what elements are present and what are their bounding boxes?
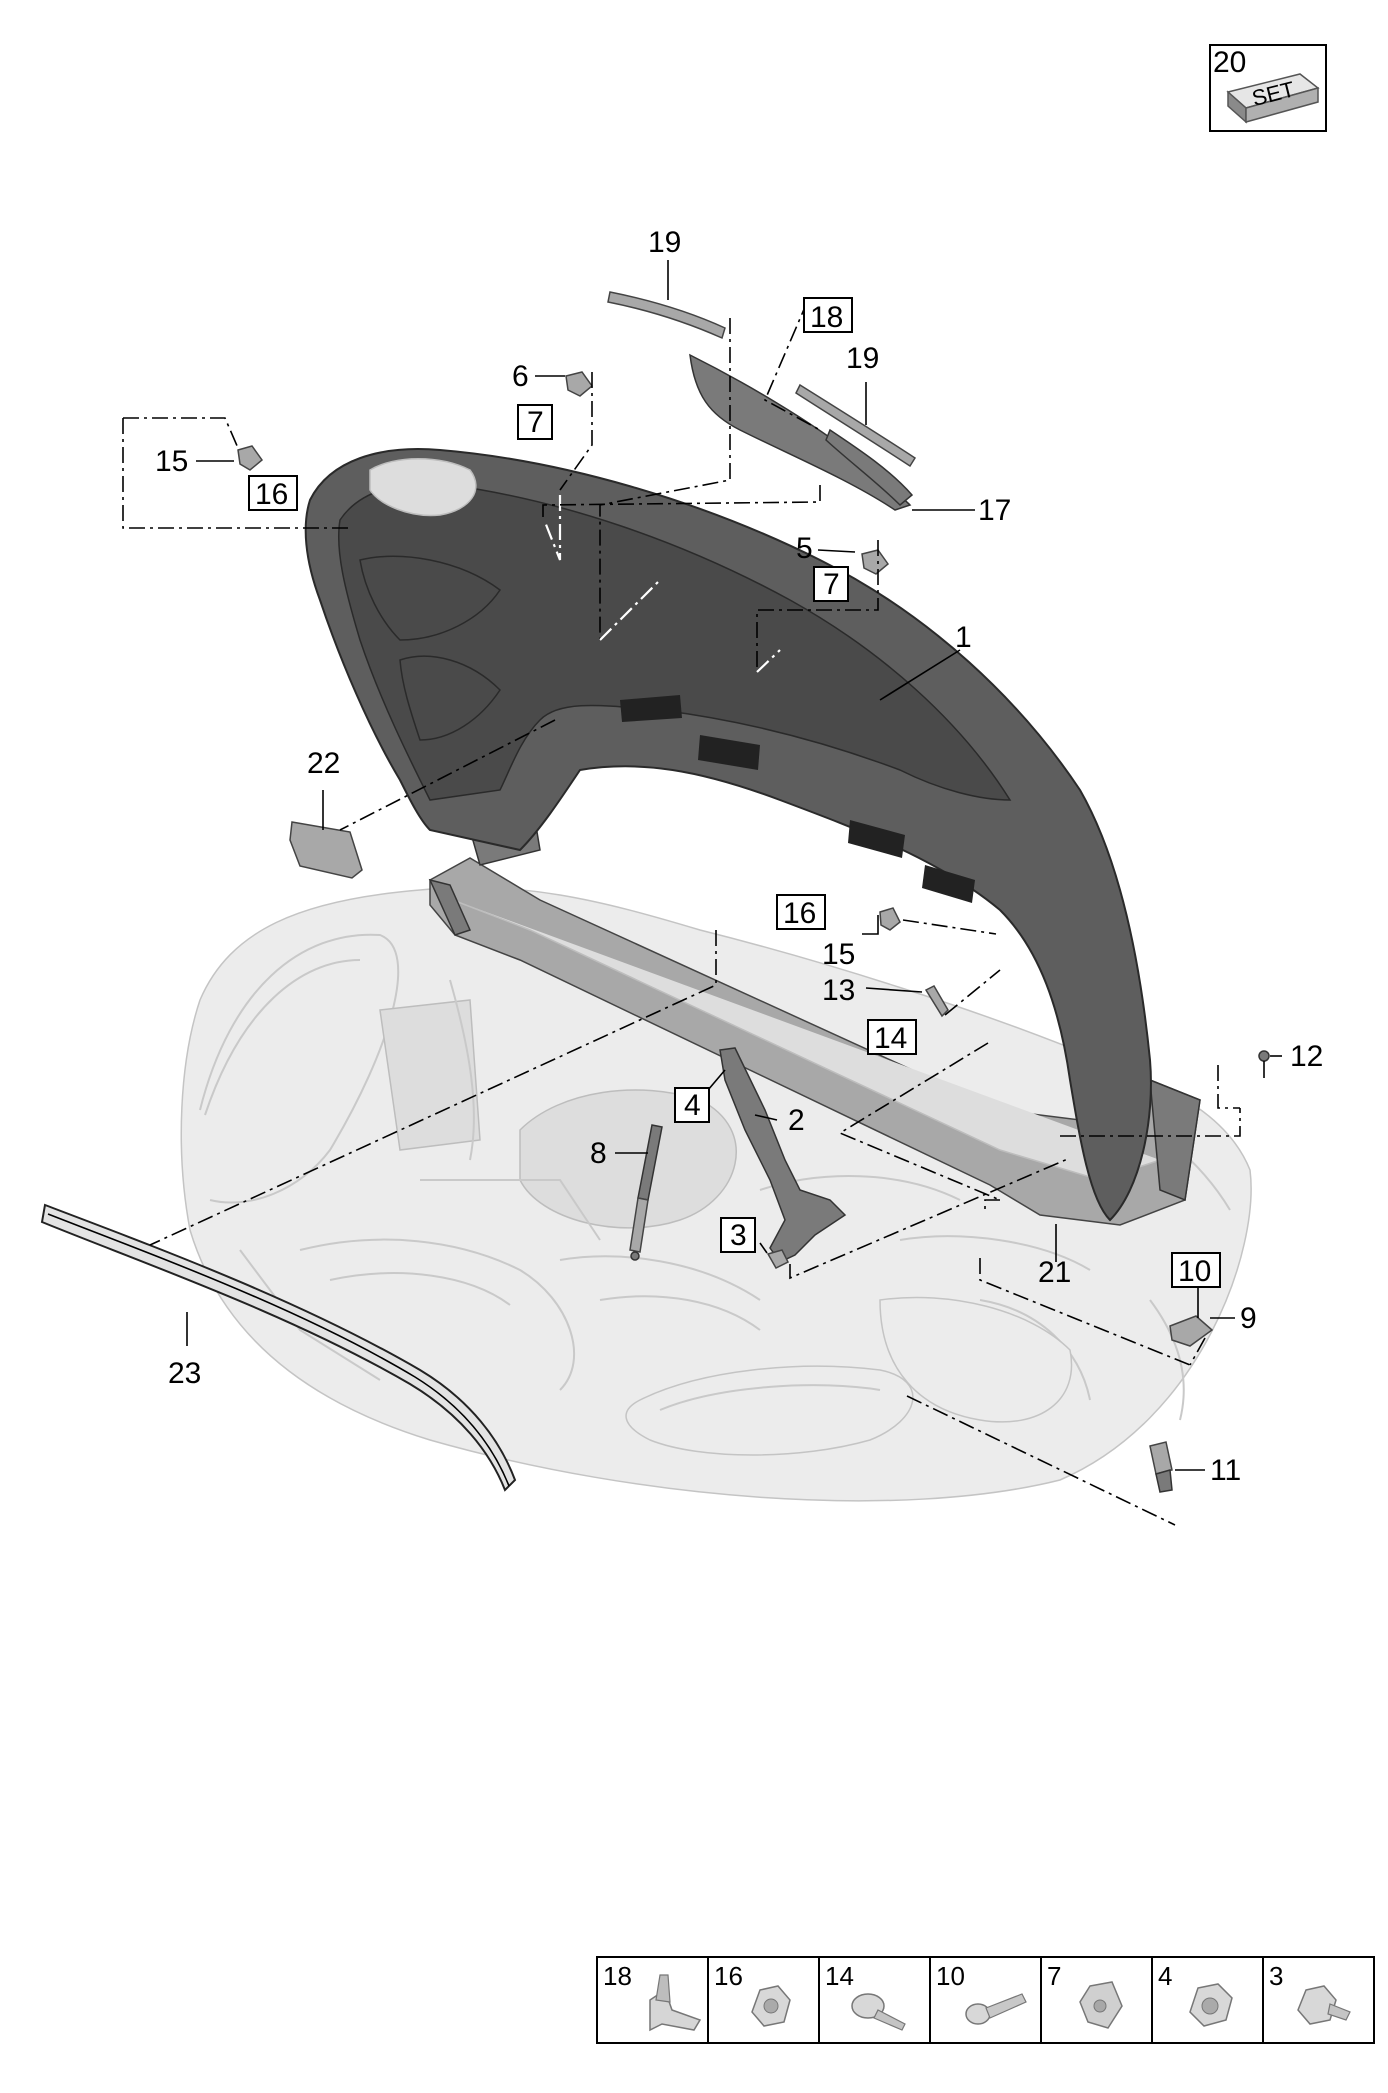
callout-22: 22: [307, 747, 340, 780]
callout-17: 17: [978, 494, 1011, 527]
callout-7a: 7: [527, 406, 544, 439]
set-box-number: 20: [1213, 46, 1246, 79]
callout-14: 14: [874, 1022, 907, 1055]
callout-18: 18: [810, 301, 843, 334]
hex-nut-icon-16: [751, 1985, 791, 2027]
clip-part-6: [565, 371, 594, 397]
bracket-part-9: [1169, 1315, 1214, 1347]
callout-12: 12: [1290, 1040, 1323, 1073]
callout-10-box: [1171, 1252, 1221, 1288]
fastener-cell-2-label: 16: [714, 1961, 743, 1991]
fastener-cell-7-label: 3: [1269, 1961, 1283, 1991]
callout-labels: 19 18 19 6 7 15 16 17 5 7 1 22 16 15 13 …: [155, 226, 1323, 1487]
fastener-table: 18 16 14 10 7 4 3: [596, 1956, 1375, 2044]
clip-part-13: [924, 985, 949, 1018]
callout-19-top: 19: [648, 226, 681, 259]
callout-4: 4: [684, 1089, 701, 1122]
strip-part-19-upper: [607, 291, 726, 340]
clip-part-5: [861, 549, 890, 575]
fastener-cell-1-label: 18: [603, 1961, 632, 1991]
callout-16-right: 16: [783, 897, 816, 930]
callout-16-left: 16: [255, 478, 288, 511]
leader-lines: [186, 260, 1282, 1471]
callout-7b-box: [813, 566, 849, 602]
fastener-cell-4-label: 10: [936, 1961, 965, 1991]
callout-21: 21: [1038, 1256, 1071, 1289]
callout-3: 3: [730, 1219, 747, 1252]
callout-1: 1: [955, 621, 972, 654]
clip-part-15-right: [879, 907, 901, 931]
callout-7a-box: [517, 404, 553, 440]
callout-15-left: 15: [155, 445, 188, 478]
fastener-cell-6-label: 4: [1158, 1961, 1172, 1991]
hood-part-1: [304, 448, 1152, 1222]
set-box-20: 20 SET: [1209, 44, 1327, 132]
push-clip-icon: [649, 1974, 702, 2032]
callout-16a-box: [248, 475, 298, 511]
callout-11: 11: [1210, 1454, 1241, 1487]
callout-8: 8: [590, 1137, 607, 1170]
callout-3-box: [720, 1217, 756, 1253]
trim-part-17: [825, 428, 914, 507]
callout-2: 2: [788, 1104, 805, 1137]
bracket-part-18: [689, 353, 912, 511]
callout-13: 13: [822, 974, 855, 1007]
assembly-lines: [122, 299, 1241, 1526]
flange-bolt-icon-3: [1297, 1985, 1351, 2025]
hinge-part-2: [719, 1047, 847, 1263]
seal-strip-part-23: [40, 1203, 517, 1492]
callout-19-right: 19: [846, 342, 879, 375]
callout-6: 6: [512, 360, 529, 393]
callout-9: 9: [1240, 1302, 1257, 1335]
fastener-cell-5-label: 7: [1047, 1961, 1061, 1991]
screw-icon-14: [851, 1993, 906, 2031]
bolt-part-3: [766, 1249, 790, 1269]
cover-pad-part-22: [289, 821, 363, 879]
flange-nut-icon-4: [1189, 1983, 1233, 2027]
callout-14-box: [867, 1019, 917, 1055]
screw-part-12: [1258, 1050, 1270, 1078]
callout-4-box: [674, 1087, 710, 1123]
callout-5: 5: [796, 532, 813, 565]
callout-10: 10: [1178, 1255, 1211, 1288]
ghost-car-body: [180, 886, 1252, 1502]
callout-7b: 7: [823, 568, 840, 601]
callout-18-box: [803, 297, 853, 333]
callout-23: 23: [168, 1357, 201, 1390]
callout-16b-box: [776, 894, 826, 930]
clip-part-15-left: [237, 445, 264, 471]
clip-nut-icon-7: [1079, 1981, 1123, 2029]
buffer-part-11: [1149, 1441, 1173, 1493]
callout-15-right: 15: [822, 938, 855, 971]
strip-part-19-lower: [795, 383, 917, 468]
gas-strut-part-8: [629, 1124, 663, 1261]
bolt-icon-10: [965, 1993, 1027, 2025]
fastener-cell-3-label: 14: [825, 1961, 854, 1991]
